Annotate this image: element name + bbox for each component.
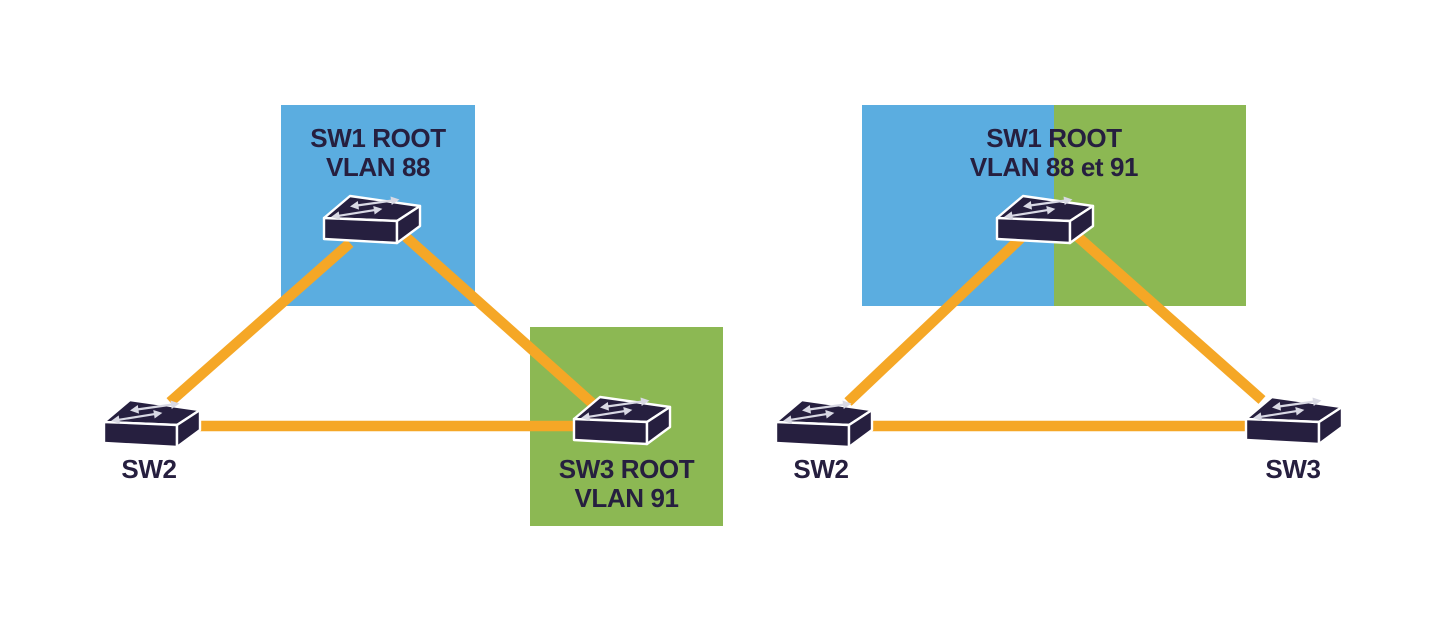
sw3-left-label-line2: VLAN 91 — [574, 483, 679, 513]
switch-icon-sw2-right — [772, 396, 877, 454]
sw3-left-label-line1: SW3 ROOT — [558, 454, 695, 484]
switch-icon-sw1-right — [993, 192, 1098, 250]
link-sw1-sw3-right — [1074, 233, 1266, 404]
switch-icon-sw3-right — [1242, 393, 1347, 451]
sw3-root-label-left: SW3 ROOT VLAN 91 — [530, 455, 723, 513]
sw2-right-label-text: SW2 — [793, 454, 849, 484]
switch-icon-sw2-left — [100, 396, 205, 454]
sw2-label-left: SW2 — [99, 455, 199, 484]
link-sw1-sw3-left — [402, 233, 606, 416]
sw1-root-label-left: SW1 ROOT VLAN 88 — [281, 124, 475, 182]
link-sw1-sw2-right — [844, 233, 1026, 406]
sw2-label-right: SW2 — [771, 455, 871, 484]
sw1-root-label-right: SW1 ROOT VLAN 88 et 91 — [862, 124, 1246, 182]
sw1-right-label-line1: SW1 ROOT — [986, 123, 1122, 153]
switch-icon-sw3-left — [570, 393, 675, 451]
sw1-left-label-line2: VLAN 88 — [325, 152, 431, 182]
link-sw1-sw2-left — [166, 239, 354, 406]
sw1-left-label-line1: SW1 ROOT — [310, 123, 446, 153]
sw3-right-label-text: SW3 — [1265, 454, 1321, 484]
sw1-right-label-line2: VLAN 88 et 91 — [969, 152, 1139, 182]
sw2-left-label-text: SW2 — [121, 454, 177, 484]
sw3-label-right: SW3 — [1243, 455, 1343, 484]
switch-icon-sw1-left — [320, 192, 425, 250]
